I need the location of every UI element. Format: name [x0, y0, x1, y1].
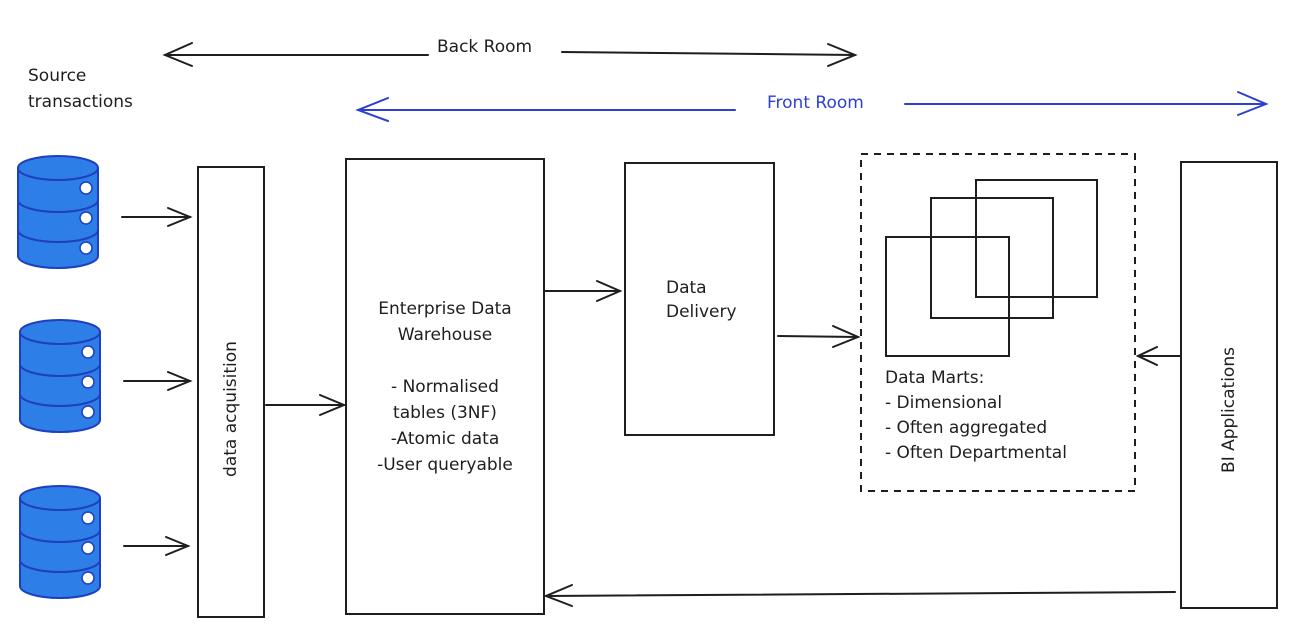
edw-to-delivery-arrow: [543, 280, 623, 302]
database-icon: [19, 485, 101, 599]
edw-box: [345, 158, 545, 615]
data-mart-squares: [885, 179, 1098, 357]
data-delivery-box: [624, 162, 775, 436]
edw-bullet-1: - Normalised: [391, 377, 499, 397]
bi-to-marts-arrow: [1135, 346, 1181, 366]
edw-bullet-3: -Atomic data: [390, 429, 500, 449]
source-to-acquisition-arrows: [121, 207, 193, 556]
front-room-label: Front Room: [767, 93, 864, 113]
data-marts-item-1: - Dimensional: [885, 393, 1003, 413]
data-delivery-line1: Data: [666, 278, 707, 298]
bi-applications-box: [1180, 161, 1278, 609]
edw-title-line2: Warehouse: [397, 325, 493, 345]
data-marts-item-2: - Often aggregated: [885, 418, 1048, 438]
edw-bullet-2: tables (3NF): [393, 403, 497, 423]
data-marts-box: [860, 153, 1136, 492]
data-acquisition-box: [197, 166, 265, 618]
data-delivery-line2: Delivery: [666, 302, 737, 322]
edw-title-line1: Enterprise Data: [378, 299, 512, 319]
data-acquisition-label: data acquisition: [221, 341, 241, 477]
acquisition-to-edw-arrow: [265, 394, 347, 416]
database-icon: [19, 319, 101, 433]
front-room-arrow: [355, 91, 1269, 122]
bi-applications-label: BI Applications: [1219, 347, 1239, 473]
back-room-arrow: [162, 42, 858, 67]
data-marts-item-3: - Often Departmental: [885, 443, 1067, 463]
delivery-to-marts-arrow: [777, 325, 861, 348]
edw-bullet-4: -User queryable: [377, 455, 513, 475]
source-transactions-label-line2: transactions: [28, 92, 133, 112]
bi-to-edw-arrow: [543, 584, 1176, 607]
data-marts-title: Data Marts:: [885, 368, 985, 388]
database-icon: [17, 155, 99, 269]
back-room-label: Back Room: [437, 37, 533, 57]
source-transactions-label-line1: Source: [28, 66, 87, 86]
